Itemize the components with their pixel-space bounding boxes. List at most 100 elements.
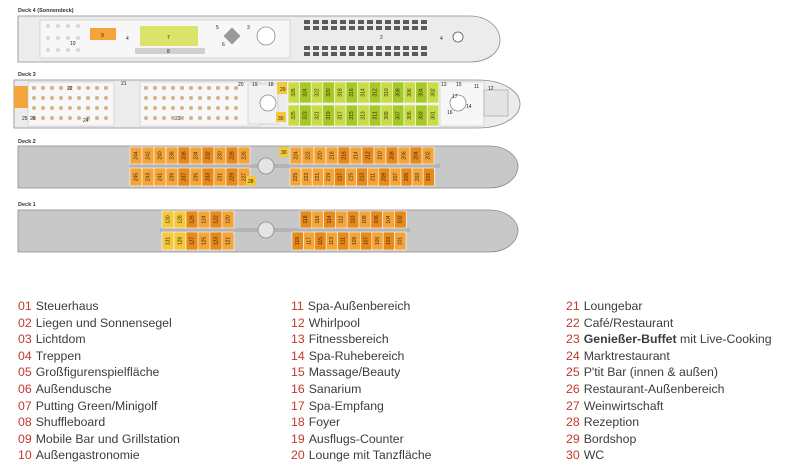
cabin[interactable]: 208 <box>385 146 399 165</box>
cabin[interactable]: 310 <box>380 81 393 104</box>
cabin[interactable]: 301 <box>426 104 440 127</box>
cabin[interactable]: 214 <box>349 146 363 165</box>
cabin[interactable]: 315 <box>345 104 358 127</box>
cabin[interactable]: 123 <box>209 231 223 251</box>
cabin[interactable]: 112 <box>335 210 348 229</box>
cabin[interactable]: 317 <box>334 104 347 127</box>
cabin[interactable]: 129 <box>173 231 187 251</box>
cabin[interactable]: 109 <box>348 231 361 251</box>
cabin[interactable]: 209 <box>378 167 391 187</box>
cabin[interactable]: 318 <box>334 81 347 104</box>
cabin[interactable]: 304 <box>415 81 428 104</box>
cabin[interactable]: 128 <box>173 210 187 229</box>
cabin[interactable]: 323 <box>299 104 312 127</box>
cabin[interactable]: 316 <box>345 81 358 104</box>
cabin[interactable]: 243 <box>141 167 155 187</box>
cabin[interactable]: 305 <box>403 104 416 127</box>
cabin[interactable]: 222 <box>301 146 315 165</box>
cabin[interactable]: 235 <box>189 167 203 187</box>
cabin[interactable]: 319 <box>322 104 335 127</box>
cabin[interactable]: 211 <box>367 167 380 187</box>
cabin[interactable]: 231 <box>213 167 227 187</box>
cabin[interactable]: 241 <box>153 167 167 187</box>
cabin[interactable]: 225 <box>289 167 302 187</box>
cabin[interactable]: 104 <box>382 210 395 229</box>
cabin[interactable]: 121 <box>221 231 235 251</box>
cabin[interactable]: 218 <box>325 146 339 165</box>
cabin[interactable]: 312 <box>368 81 382 104</box>
cabin[interactable]: 115 <box>314 231 327 251</box>
cabin[interactable]: 106 <box>370 210 383 229</box>
cabin[interactable]: 233 <box>201 167 215 187</box>
cabin[interactable]: 302 <box>426 81 440 104</box>
cabin[interactable]: 124 <box>197 210 211 229</box>
cabin[interactable]: 217 <box>334 167 346 187</box>
cabin[interactable]: 240 <box>153 146 167 165</box>
cabin[interactable]: 308 <box>392 81 405 104</box>
cabin[interactable]: 113 <box>325 231 338 251</box>
cabin[interactable]: 309 <box>380 104 393 127</box>
cabin[interactable]: 201 <box>422 167 435 187</box>
cabin[interactable]: 242 <box>141 146 155 165</box>
cabin[interactable]: 314 <box>357 81 370 104</box>
cabin[interactable]: 126 <box>185 210 199 229</box>
cabin[interactable]: 221 <box>311 167 324 187</box>
cabin[interactable]: 204 <box>409 146 423 165</box>
cabin[interactable]: 131 <box>161 231 175 251</box>
cabin[interactable]: 127 <box>185 231 199 251</box>
cabin[interactable]: 111 <box>337 231 350 251</box>
cabin[interactable]: 311 <box>368 104 382 127</box>
cabin[interactable]: 306 <box>403 81 416 104</box>
cabin[interactable]: 307 <box>392 104 405 127</box>
cabin[interactable]: 120 <box>221 210 235 229</box>
cabin[interactable]: 326 <box>287 81 300 104</box>
cabin[interactable]: 213 <box>356 167 369 187</box>
cabin[interactable]: 232 <box>201 146 215 165</box>
cabin[interactable]: 313 <box>357 104 370 127</box>
cabin[interactable]: 238 <box>165 146 179 165</box>
cabin[interactable]: 118 <box>299 210 313 229</box>
cabin[interactable]: 223 <box>300 167 313 187</box>
cabin[interactable]: 321 <box>310 104 324 127</box>
cabin[interactable]: 108 <box>358 210 372 229</box>
cabin[interactable]: 130 <box>161 210 175 229</box>
cabin[interactable]: 239 <box>165 167 179 187</box>
cabin[interactable]: 245 <box>129 167 143 187</box>
cabin[interactable]: 101 <box>394 231 407 251</box>
cabin[interactable]: 205 <box>400 167 413 187</box>
cabin[interactable]: 206 <box>397 146 411 165</box>
cabin[interactable]: 226 <box>237 146 251 165</box>
cabin[interactable]: 110 <box>346 210 360 229</box>
cabin[interactable]: 244 <box>129 146 143 165</box>
cabin[interactable]: 303 <box>415 104 428 127</box>
cabin[interactable]: 224 <box>289 146 303 165</box>
cabin[interactable]: 203 <box>411 167 424 187</box>
cabin[interactable]: 228 <box>225 146 239 165</box>
cabin[interactable]: 220 <box>313 146 327 165</box>
cabin[interactable]: 114 <box>323 210 336 229</box>
cabin[interactable]: 320 <box>322 81 335 104</box>
cabin[interactable]: 116 <box>311 210 324 229</box>
cabin[interactable]: 230 <box>213 146 227 165</box>
cabin[interactable]: 202 <box>421 146 435 165</box>
cabin[interactable]: 322 <box>310 81 324 104</box>
cabin[interactable]: 212 <box>361 146 375 165</box>
cabin[interactable]: 105 <box>371 231 384 251</box>
cabin[interactable]: 324 <box>299 81 312 104</box>
cabin[interactable]: 216 <box>337 146 351 165</box>
cabin[interactable]: 122 <box>209 210 223 229</box>
cabin[interactable]: 125 <box>197 231 211 251</box>
cabin[interactable]: 234 <box>189 146 203 165</box>
cabin[interactable]: 117 <box>303 231 316 251</box>
cabin[interactable]: 103 <box>382 231 395 251</box>
cabin[interactable]: 210 <box>373 146 387 165</box>
cabin[interactable]: 325 <box>287 104 300 127</box>
cabin[interactable]: 102 <box>394 210 407 229</box>
cabin[interactable]: 236 <box>177 146 191 165</box>
cabin[interactable]: 237 <box>177 167 191 187</box>
cabin[interactable]: 107 <box>360 231 373 251</box>
cabin[interactable]: 215 <box>345 167 357 187</box>
cabin[interactable]: 207 <box>389 167 402 187</box>
cabin[interactable]: 119 <box>291 231 304 251</box>
cabin[interactable]: 229 <box>225 167 239 187</box>
